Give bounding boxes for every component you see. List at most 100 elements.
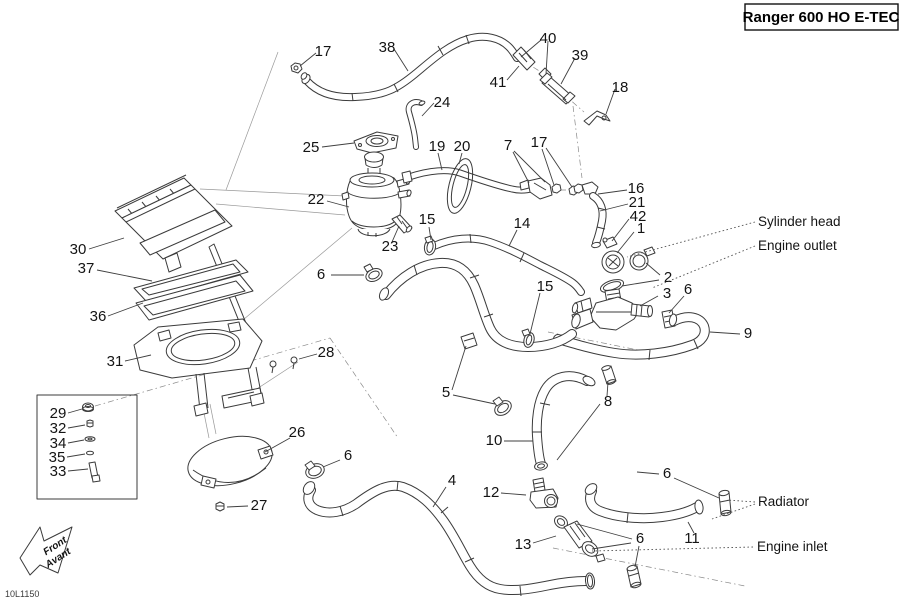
s-hose [378, 257, 577, 352]
callout-19: 19 [429, 138, 446, 155]
callout-25: 25 [303, 139, 320, 156]
callout-15: 15 [419, 211, 436, 228]
leader-line [452, 394, 496, 405]
cap-nut-29 [82, 402, 94, 412]
mounting-screws-28 [269, 356, 298, 374]
leader-line [67, 468, 89, 472]
callout-6: 6 [663, 465, 671, 482]
leader-line [645, 262, 661, 276]
callout-26: 26 [289, 424, 306, 441]
seal-frame-37 [133, 259, 249, 302]
callout-27: 27 [251, 497, 268, 514]
clamp-6-hose4 [304, 460, 325, 479]
leader-line [264, 437, 291, 453]
drawing-code: 10L1150 [5, 589, 39, 599]
tube-24 [405, 99, 426, 150]
leader-line [226, 505, 249, 508]
callout-6: 6 [684, 281, 692, 298]
leader-line [88, 237, 125, 250]
leader-line [726, 499, 756, 503]
callout-8: 8 [604, 393, 612, 410]
callout-16: 16 [628, 180, 645, 197]
callout-31: 31 [107, 353, 124, 370]
callout-30: 30 [70, 241, 87, 258]
clamp-15-on-hose [521, 328, 535, 348]
callout-23: 23 [382, 238, 399, 255]
sleeve-8 [601, 365, 617, 385]
callout-41: 41 [490, 74, 507, 91]
callout-21: 21 [629, 194, 646, 211]
elbow-fitting-7 [519, 177, 553, 200]
leader-line [124, 354, 152, 362]
leader-line [96, 269, 153, 282]
leader-line [326, 200, 350, 208]
nut-32 [86, 419, 94, 428]
leader-line [506, 65, 520, 81]
front-direction-arrow: Front Avant [19, 526, 73, 576]
leader-line [560, 57, 576, 85]
washer-34 [84, 436, 96, 442]
leader-line [393, 48, 409, 72]
leader-line [709, 331, 741, 335]
callout-4: 4 [448, 472, 456, 489]
callout-2: 2 [664, 269, 672, 286]
mount-stand [193, 366, 265, 417]
callout-6: 6 [344, 447, 352, 464]
leader-line [599, 203, 629, 212]
leader-line [606, 381, 609, 397]
callout-32: 32 [50, 420, 67, 437]
callout-17: 17 [315, 43, 332, 60]
callout-33: 33 [50, 463, 67, 480]
leader-line [432, 486, 447, 508]
callout-36: 36 [90, 308, 107, 325]
leader-line [634, 545, 640, 568]
leader-line [67, 424, 86, 429]
annotation-engine-inlet: Engine inlet [757, 539, 828, 554]
callout-15: 15 [537, 278, 554, 295]
annotation-radiator: Radiator [758, 494, 810, 509]
leader-line [639, 295, 659, 307]
thermostat-cover-1 [601, 250, 625, 274]
callout-7: 7 [504, 137, 512, 154]
leader-line [532, 535, 557, 544]
callout-9: 9 [744, 325, 752, 342]
leader-line [616, 231, 635, 254]
leader-line [437, 152, 443, 171]
callout-42: 42 [630, 208, 647, 225]
callout-10: 10 [486, 432, 503, 449]
leader-line [597, 189, 628, 195]
callout-24: 24 [434, 94, 451, 111]
leader-line [529, 292, 541, 335]
clamp-42 [602, 236, 618, 249]
clip-5-on-hose [460, 332, 478, 350]
washer-35 [86, 450, 94, 456]
callout-6: 6 [317, 266, 325, 283]
callout-5: 5 [442, 384, 450, 401]
tank-cap-plate-25 [353, 131, 399, 154]
leader-line [545, 40, 549, 75]
leader-line [545, 147, 573, 188]
leader-line [500, 492, 527, 496]
leader-line [513, 150, 546, 183]
hose-11 [584, 483, 704, 524]
leader-line [298, 353, 318, 360]
fan-shroud-bracket [133, 318, 263, 379]
leader-line [687, 521, 695, 534]
hardware-box [36, 394, 138, 500]
hose-9 [553, 312, 710, 361]
hose-19 [401, 167, 538, 194]
leader-line [67, 439, 85, 444]
leader-line [591, 546, 754, 552]
callout-38: 38 [379, 39, 396, 56]
callout-3: 3 [663, 285, 671, 302]
leader-line [711, 503, 756, 520]
fitting-13 [554, 515, 606, 563]
callout-17: 17 [531, 134, 548, 151]
tube-39 [539, 72, 576, 105]
nut-27 [215, 501, 225, 512]
tank-outlet-barb-23 [391, 214, 413, 234]
leader-line [621, 279, 660, 287]
callout-34: 34 [50, 435, 67, 452]
